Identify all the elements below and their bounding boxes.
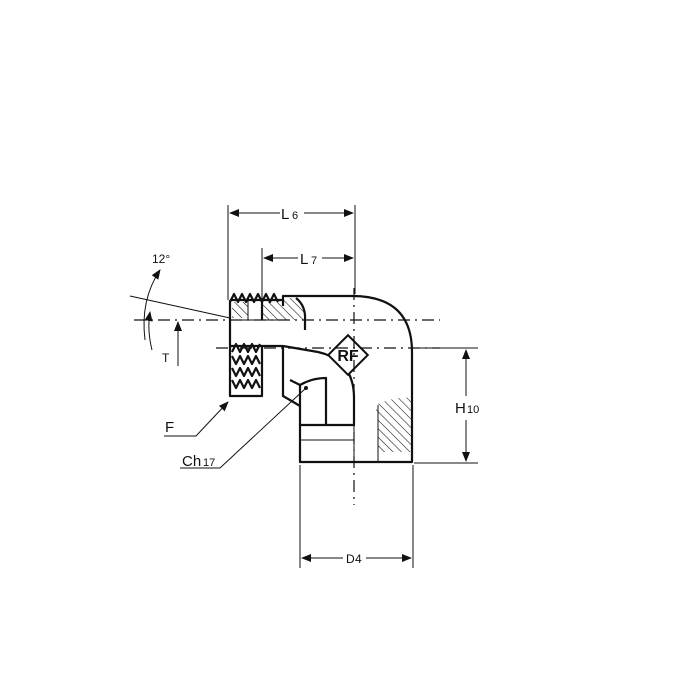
f-label: F bbox=[165, 419, 174, 436]
t-label: T bbox=[162, 351, 170, 365]
dimension-angle: 12° bbox=[129, 252, 231, 351]
ch17-label: Ch bbox=[182, 453, 201, 470]
fitting-body bbox=[228, 292, 414, 464]
dimension-h10: H 10 bbox=[414, 347, 479, 464]
centre-lines bbox=[134, 288, 440, 505]
h10-label: H bbox=[455, 400, 466, 417]
logo-text: RF bbox=[337, 348, 359, 365]
l7-subscript: 7 bbox=[311, 255, 317, 267]
leader-f: F bbox=[164, 401, 229, 437]
hatched-sections bbox=[232, 298, 412, 452]
ch17-subscript: 17 bbox=[203, 457, 215, 469]
l6-label: L bbox=[281, 206, 289, 223]
dimension-t: T bbox=[162, 321, 182, 366]
rf-logo: RF bbox=[326, 333, 370, 377]
leader-ch17: Ch 17 bbox=[180, 386, 308, 470]
l7-label: L bbox=[300, 251, 308, 268]
d4-subscript: 4 bbox=[355, 552, 362, 566]
dimension-l7: L 7 bbox=[261, 248, 354, 300]
angle-label: 12° bbox=[152, 252, 170, 266]
dimension-d4: D 4 bbox=[299, 465, 414, 568]
d4-label: D bbox=[346, 552, 355, 566]
l6-subscript: 6 bbox=[292, 210, 298, 222]
h10-subscript: 10 bbox=[467, 404, 479, 416]
dimension-l6: L 6 bbox=[227, 205, 356, 300]
